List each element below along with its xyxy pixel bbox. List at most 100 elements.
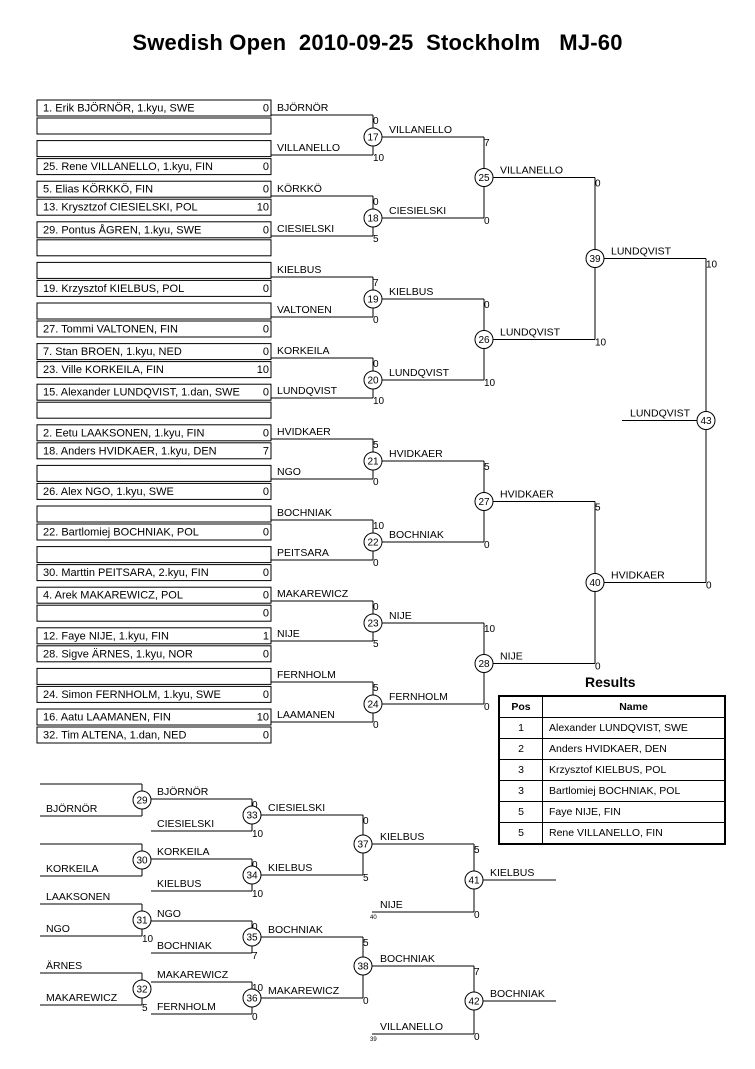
entrant-score: 0 [373,558,379,569]
advancing-score: 0 [474,910,480,921]
results-pos: 3 [498,759,543,781]
player-score: 0 [263,608,269,620]
entrant-score: 10 [373,521,385,532]
entrant-score: 0 [373,359,379,370]
entrant-name: NGO [157,908,181,920]
match-number: 27 [478,497,490,508]
results-name: Faye NIJE, FIN [542,801,726,823]
player-name: 15. Alexander LUNDQVIST, 1.dan, SWE [43,387,240,399]
advancing-name: VILLANELLO [500,165,563,177]
player-box [36,302,272,320]
advancing-score: 5 [484,462,490,473]
entrant-name: KÖRKKÖ [277,183,322,195]
player-name: 24. Simon FERNHOLM, 1.kyu, SWE [43,689,221,701]
player-name: 19. Krzysztof KIELBUS, POL [43,283,184,295]
advancing-name: BOCHNIAK [389,529,444,541]
entrant-name: LAAMANEN [277,709,335,721]
entrant-score: 0 [373,477,379,488]
entrant-score: 10 [252,889,264,900]
player-name: 7. Stan BROEN, 1.kyu, NED [43,346,182,358]
entrant-name: PEITSARA [277,547,329,559]
player-box [36,239,272,257]
entrant-name: VILLANELLO [277,142,340,154]
match-circle [132,850,152,870]
match-number: 18 [367,214,379,225]
player-box [36,158,272,176]
entrant-score: 5 [373,639,379,650]
player-box [36,505,272,523]
advancing-score: 0 [484,216,490,227]
advancing-score: 5 [363,938,369,949]
advancing-name: NIJE [389,610,412,622]
advancing-name: LUNDQVIST [611,246,672,258]
advancing-name: HVIDKAER [611,570,665,582]
page-title: Swedish Open 2010-09-25 Stockholm MJ-60 [132,30,623,55]
entrant-score: 7 [252,951,258,962]
player-score: 0 [263,224,269,236]
entrant-name: MAKAREWICZ [277,588,349,600]
repechage-winner: BOCHNIAK [490,988,545,1000]
advancing-score: 7 [484,138,490,149]
entrant-score: 0 [252,800,258,811]
match-number: 34 [246,871,258,882]
match-number: 17 [367,133,379,144]
match-number: 23 [367,619,379,630]
player-score: 0 [263,161,269,173]
player-name: 22. Bartlomiej BOCHNIAK, POL [43,527,199,539]
match-number: 37 [357,840,369,851]
advancing-name: BOCHNIAK [380,953,435,965]
results-name: Anders HVIDKAER, DEN [542,738,726,760]
player-box [36,586,272,604]
player-box [36,523,272,541]
player-box [36,645,272,663]
match-number: 25 [478,173,490,184]
player-box [36,464,272,482]
entrant-score: 0 [373,197,379,208]
player-name: 29. Pontus ÅGREN, 1.kyu, SWE [43,223,201,236]
player-box [36,564,272,582]
repechage-winner: KIELBUS [490,867,534,879]
player-name: 26. Alex NGO, 1.kyu, SWE [43,486,174,498]
entrant-name: MAKAREWICZ [157,969,229,981]
advancing-name: VILLANELLO [380,1021,443,1033]
player-name: 1. Erik BJÖRNÖR, 1.kyu, SWE [43,103,195,115]
player-box [36,401,272,419]
match-circle [132,910,152,930]
entrant-name: NGO [46,923,70,935]
match-circle [132,790,152,810]
entrant-name: KIELBUS [277,264,321,276]
advancing-score: 5 [363,873,369,884]
player-score: 0 [263,387,269,399]
match-number: 38 [357,962,369,973]
entrant-name: BOCHNIAK [277,507,332,519]
advancing-score: 0 [363,816,369,827]
advancing-name: NIJE [380,899,403,911]
player-box [36,482,272,500]
advancing-name: NIJE [500,651,523,663]
match-number: 41 [468,876,480,887]
entrant-name: MAKAREWICZ [46,992,118,1004]
match-number: 32 [136,985,148,996]
entrant-name: KORKEILA [277,345,330,357]
results-name: Alexander LUNDQVIST, SWE [542,717,726,739]
player-score: 7 [263,445,269,457]
match-number: 21 [367,457,379,468]
advancing-name: MAKAREWICZ [268,985,340,997]
advancing-name: HVIDKAER [500,489,554,501]
match-circle [132,979,152,999]
advancing-score: 0 [363,996,369,1007]
player-name: 23. Ville KORKEILA, FIN [43,364,164,376]
advancing-score: 5 [595,503,601,514]
entrant-score: 0 [373,720,379,731]
source-note: 40 [370,915,377,921]
player-box [36,604,272,622]
player-name: 18. Anders HVIDKAER, 1.kyu, DEN [43,445,217,457]
entrant-score: 10 [373,396,385,407]
results-name: Rene VILLANELLO, FIN [542,822,726,845]
results-header-row: Pos Name [498,695,726,718]
player-box [36,279,272,297]
advancing-score: 0 [595,179,601,190]
entrant-name: BJÖRNÖR [277,102,329,114]
